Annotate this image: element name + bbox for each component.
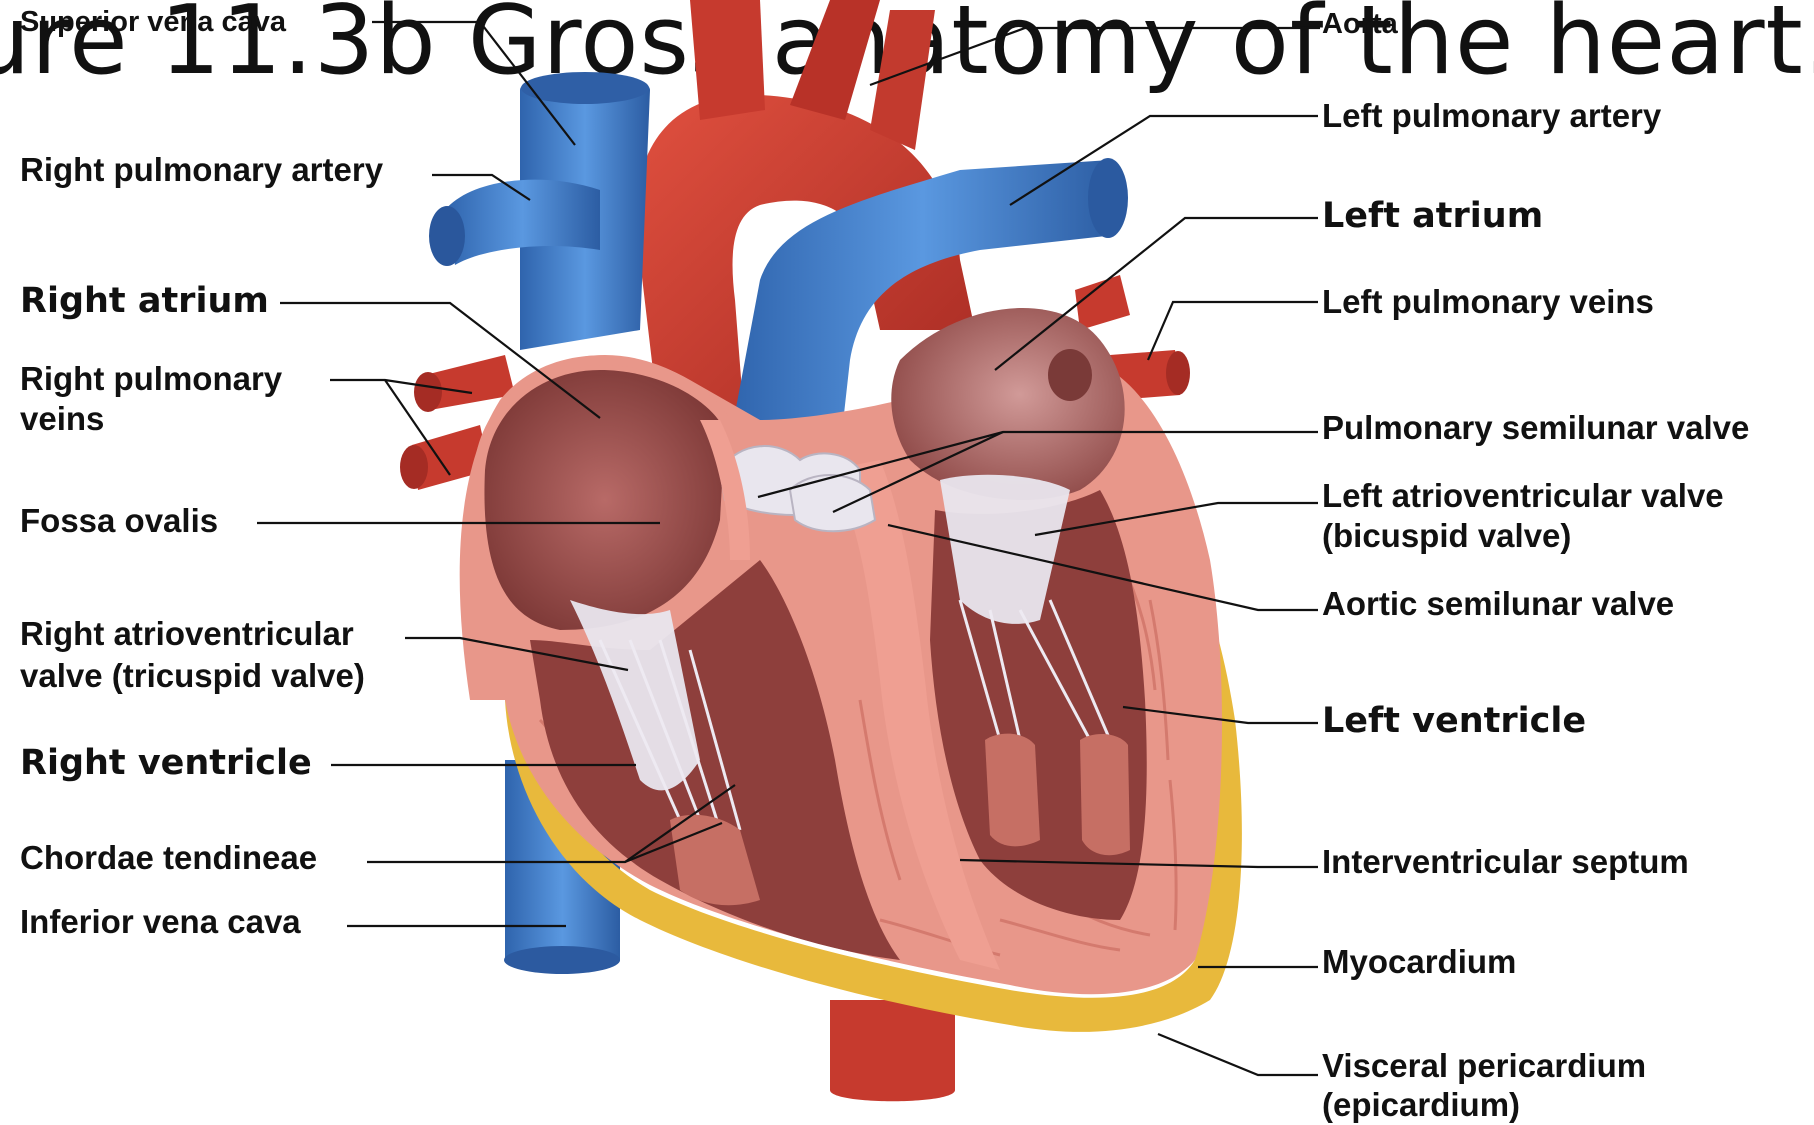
leader-pulmonary-valve-b — [833, 432, 1003, 512]
leader-right-pulmonary-veins-a — [330, 380, 472, 393]
label-right-av-valve-line2: valve (tricuspid valve) — [20, 656, 365, 696]
label-right-pulmonary-artery: Right pulmonary artery — [20, 150, 383, 190]
label-interventricular-septum: Interventricular septum — [1322, 842, 1689, 882]
label-aorta: Aorta — [1322, 8, 1398, 40]
label-right-av-valve-line1: Right atrioventricular — [20, 614, 354, 654]
leader-left-pulmonary-artery — [1010, 116, 1318, 205]
leader-superior-vena-cava — [372, 22, 575, 145]
leader-chordae-a — [367, 785, 735, 862]
leader-interventricular-septum — [960, 860, 1318, 867]
label-visceral-pericardium-line2: (epicardium) — [1322, 1085, 1520, 1125]
leader-right-pulmonary-artery — [432, 175, 530, 200]
leader-left-atrium — [995, 218, 1318, 370]
label-left-av-valve-line1: Left atrioventricular valve — [1322, 476, 1724, 516]
leader-right-av-valve — [405, 638, 628, 670]
leader-left-av-valve — [1035, 503, 1318, 535]
leader-right-atrium — [280, 303, 600, 418]
leader-visceral-pericardium — [1158, 1034, 1318, 1075]
leader-right-pulmonary-veins-b — [385, 380, 450, 475]
leader-aortic-valve — [888, 525, 1318, 610]
label-myocardium: Myocardium — [1322, 942, 1516, 982]
label-pulmonary-semilunar-valve: Pulmonary semilunar valve — [1322, 408, 1749, 448]
label-left-pulmonary-veins: Left pulmonary veins — [1322, 282, 1654, 322]
label-right-pulmonary-veins-line2: veins — [20, 399, 104, 439]
leader-left-ventricle — [1123, 707, 1318, 723]
leader-pulmonary-valve-a — [758, 432, 1318, 497]
label-left-atrium: Left atrium — [1322, 196, 1543, 236]
label-right-ventricle: Right ventricle — [20, 743, 312, 783]
leader-aorta — [870, 28, 1320, 85]
label-inferior-vena-cava: Inferior vena cava — [20, 902, 301, 942]
label-right-atrium: Right atrium — [20, 281, 269, 321]
label-visceral-pericardium-line1: Visceral pericardium — [1322, 1046, 1646, 1086]
leader-left-pulmonary-veins — [1148, 302, 1318, 360]
label-aortic-semilunar-valve: Aortic semilunar valve — [1322, 584, 1674, 624]
label-left-pulmonary-artery: Left pulmonary artery — [1322, 96, 1661, 136]
label-fossa-ovalis: Fossa ovalis — [20, 501, 218, 541]
label-superior-vena-cava: Superior vena cava — [20, 6, 286, 38]
label-left-av-valve-line2: (bicuspid valve) — [1322, 516, 1571, 556]
label-left-ventricle: Left ventricle — [1322, 701, 1586, 741]
label-right-pulmonary-veins-line1: Right pulmonary — [20, 359, 282, 399]
label-chordae-tendineae: Chordae tendineae — [20, 838, 317, 878]
